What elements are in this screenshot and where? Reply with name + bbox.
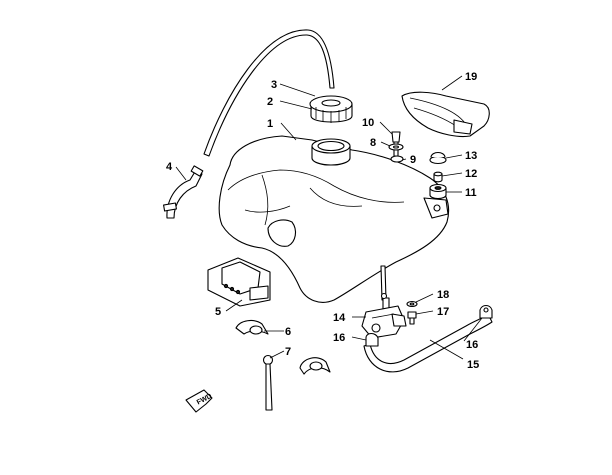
cable-tie (262, 354, 274, 411)
callout-16-valve: 16 (333, 332, 345, 344)
callout-5: 5 (215, 306, 221, 318)
callout-1: 1 (267, 118, 273, 130)
short-fuel-hose (163, 165, 204, 219)
valve-screw (407, 311, 417, 325)
valve-washer (406, 300, 418, 308)
line-clamp-valve (365, 332, 379, 347)
callout-17: 17 (437, 306, 449, 318)
callout-16-end: 16 (466, 339, 478, 351)
callout-13: 13 (465, 150, 477, 162)
fuel-shutoff-valve (361, 265, 407, 339)
callout-10: 10 (362, 117, 374, 129)
callout-8: 8 (370, 137, 376, 149)
callout-15: 15 (467, 359, 479, 371)
fuel-cap (309, 95, 353, 123)
callout-14: 14 (333, 312, 346, 324)
line-clamp-end (479, 304, 493, 319)
callout-19: 19 (465, 71, 477, 83)
callout-7: 7 (285, 346, 291, 358)
fuel-line (363, 313, 493, 373)
callout-3: 3 (271, 79, 277, 91)
callout-9: 9 (410, 154, 416, 166)
callout-6: 6 (285, 326, 291, 338)
collar (433, 171, 443, 183)
callout-4: 4 (166, 161, 173, 173)
grommet-small (390, 155, 404, 163)
callout-18: 18 (437, 289, 449, 301)
side-cover (401, 91, 490, 138)
leader-lines (175, 75, 483, 360)
callout-labels: 1 2 3 4 5 6 7 8 9 10 11 12 13 14 15 16 1… (166, 71, 479, 371)
tank-bracket (207, 257, 271, 307)
vent-hose (203, 29, 335, 157)
fuel-tank (218, 135, 450, 303)
washer (388, 143, 404, 151)
callout-12: 12 (465, 168, 477, 180)
rubber-cushion (429, 183, 447, 200)
hose-clamp-upper (235, 319, 269, 335)
callout-2: 2 (267, 96, 273, 108)
washer-cap (429, 151, 447, 165)
fwd-arrow-icon: FWD (185, 389, 213, 413)
callout-11: 11 (465, 187, 477, 199)
hose-clamp-lower (299, 357, 331, 375)
